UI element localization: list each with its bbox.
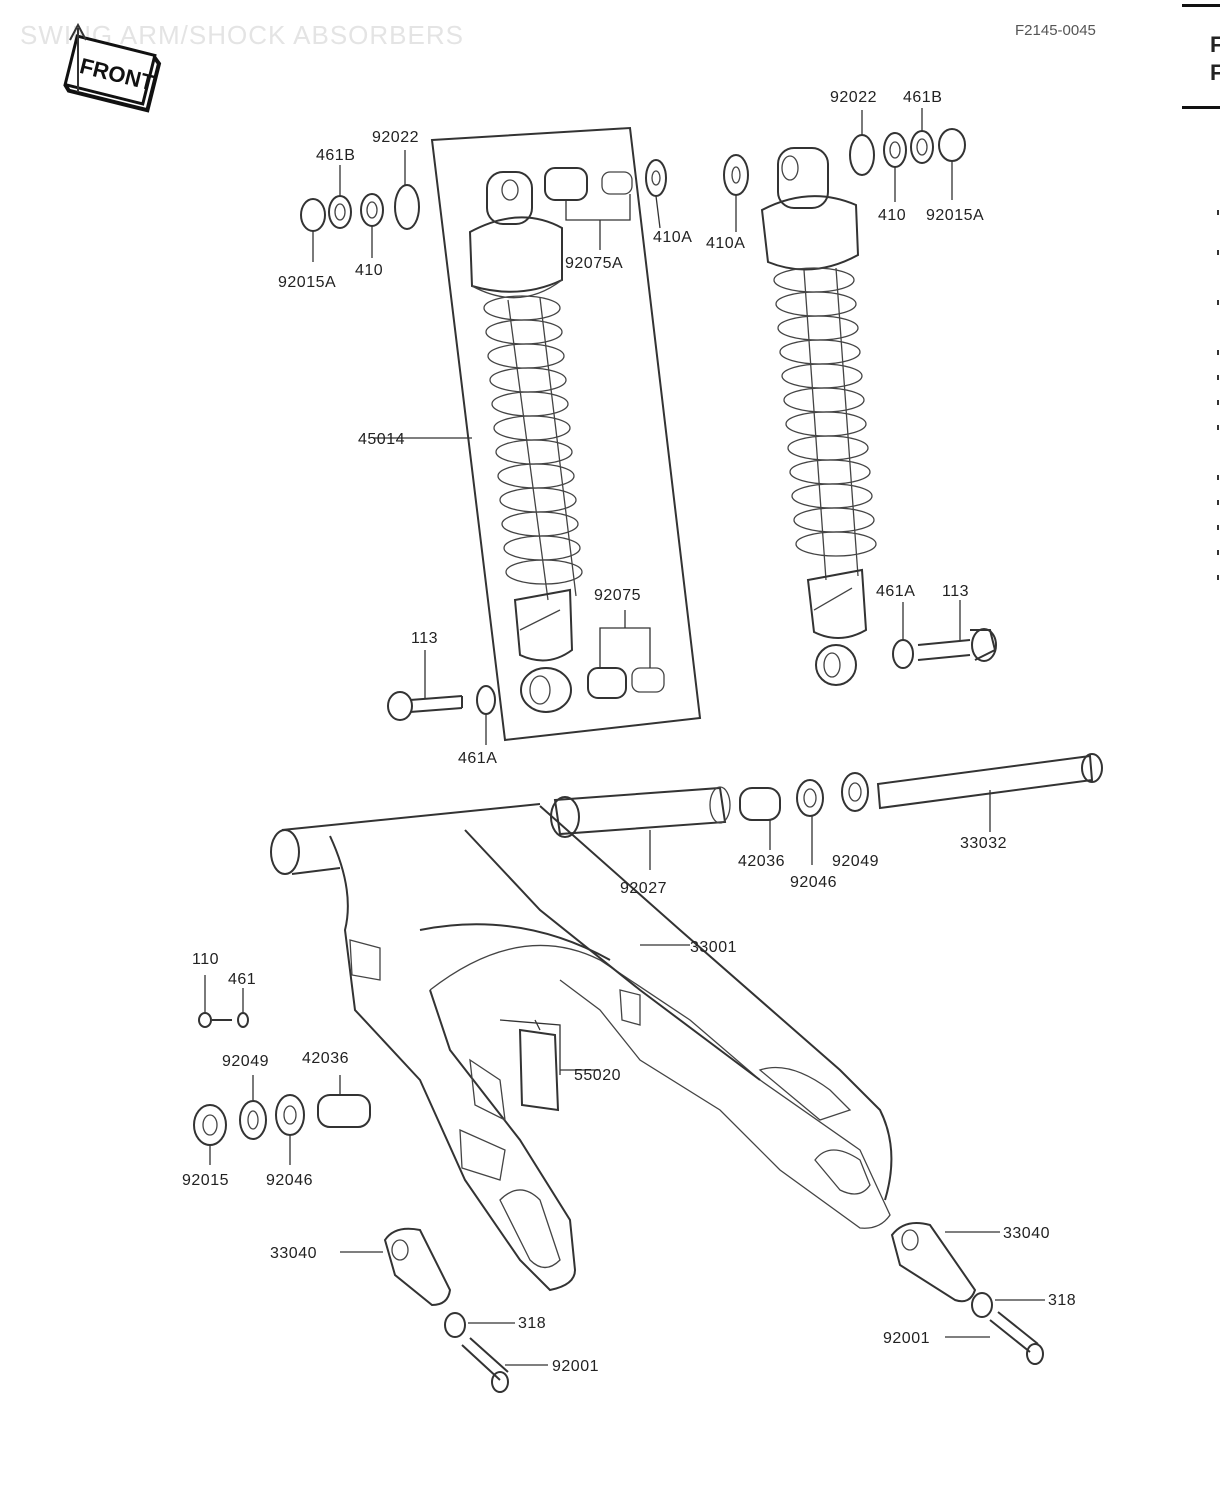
label-113-right: 113 xyxy=(942,583,969,600)
front-arrow-head xyxy=(69,22,87,41)
pivot-hardware xyxy=(550,753,1103,870)
index-tick xyxy=(1217,475,1219,480)
left-upper-hardware xyxy=(300,150,420,262)
shock-assembly-frame xyxy=(430,126,702,742)
label-410-left: 410 xyxy=(355,262,383,279)
label-461a-right: 461A xyxy=(876,583,915,600)
index-letter-1: F xyxy=(1210,32,1220,57)
label-110: 110 xyxy=(192,951,219,968)
label-461b-left: 461B xyxy=(316,147,355,164)
label-92015a-right: 92015A xyxy=(926,207,984,224)
label-113-left: 113 xyxy=(411,630,438,647)
index-rule-bottom xyxy=(1182,106,1220,109)
index-tick xyxy=(1217,375,1219,380)
label-92022-right: 92022 xyxy=(830,89,877,106)
label-55020: 55020 xyxy=(574,1067,621,1084)
label-318-right: 318 xyxy=(1048,1292,1076,1309)
index-rule-top xyxy=(1182,4,1220,7)
index-tick xyxy=(1217,425,1219,430)
label-92046-upper: 92046 xyxy=(790,874,837,891)
label-33001: 33001 xyxy=(690,939,737,956)
index-tick xyxy=(1217,550,1219,555)
label-92022-left: 92022 xyxy=(372,129,419,146)
label-33040-right: 33040 xyxy=(1003,1225,1050,1242)
label-92049-lower: 92049 xyxy=(222,1053,269,1070)
label-92001-right: 92001 xyxy=(883,1330,930,1347)
side-index-strip: F F xyxy=(1180,0,1220,1500)
label-92015a-left: 92015A xyxy=(278,274,336,291)
right-upper-hardware xyxy=(849,108,966,202)
index-tick xyxy=(1217,525,1219,530)
label-45014: 45014 xyxy=(358,431,405,448)
right-chain-adjuster xyxy=(890,1222,1045,1365)
label-461b-right: 461B xyxy=(903,89,942,106)
right-lower-bolt xyxy=(892,600,997,669)
index-tick xyxy=(1217,500,1219,505)
label-92027: 92027 xyxy=(620,880,667,897)
label-92046-lower: 92046 xyxy=(266,1172,313,1189)
right-shock-absorber xyxy=(723,147,877,686)
label-410-right: 410 xyxy=(878,207,906,224)
index-tick xyxy=(1217,350,1219,355)
reference-code: F2145-0045 xyxy=(1015,22,1096,39)
index-tick xyxy=(1217,300,1219,305)
label-92049-upper: 92049 xyxy=(832,853,879,870)
label-410a-b: 410A xyxy=(706,235,745,252)
index-tick xyxy=(1217,210,1219,215)
left-chain-adjuster xyxy=(340,1227,548,1393)
label-92015: 92015 xyxy=(182,1172,229,1189)
label-410a-a: 410A xyxy=(653,229,692,246)
label-92001-left: 92001 xyxy=(552,1358,599,1375)
front-direction-marker: FRONT xyxy=(63,34,162,113)
index-tick xyxy=(1217,250,1219,255)
label-42036-upper: 42036 xyxy=(738,853,785,870)
swing-arm xyxy=(270,803,893,1292)
label-33040-left: 33040 xyxy=(270,1245,317,1262)
label-42036-lower: 42036 xyxy=(302,1050,349,1067)
label-461a-left: 461A xyxy=(458,750,497,767)
label-461: 461 xyxy=(228,971,256,988)
index-tick xyxy=(1217,575,1219,580)
index-letter-2: F xyxy=(1210,60,1220,85)
left-lower-bolt xyxy=(387,650,496,745)
index-tick xyxy=(1217,400,1219,405)
label-92075: 92075 xyxy=(594,587,641,604)
left-shock-absorber xyxy=(468,159,667,713)
label-92075a: 92075A xyxy=(565,255,623,272)
left-pivot-hardware xyxy=(193,975,371,1165)
label-318-left: 318 xyxy=(518,1315,546,1332)
label-33032: 33032 xyxy=(960,835,1007,852)
